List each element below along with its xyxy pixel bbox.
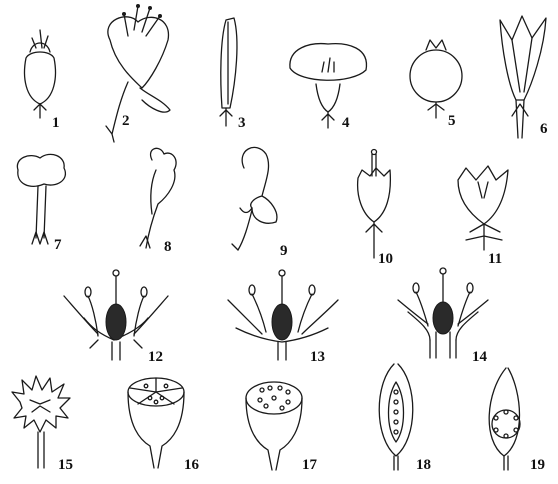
figure-14-drawing	[398, 268, 488, 358]
figure-label-12: 12	[148, 350, 163, 365]
figure-label-18: 18	[416, 458, 431, 473]
figure-label-17: 17	[302, 458, 317, 473]
figure-label-9: 9	[280, 244, 288, 259]
figure-label-6: 6	[540, 122, 548, 137]
figure-label-1: 1	[52, 116, 60, 131]
figure-3-drawing	[220, 18, 237, 126]
figure-17-drawing	[246, 382, 302, 470]
figure-1-drawing	[25, 30, 56, 118]
figure-label-3: 3	[238, 116, 246, 131]
figure-label-2: 2	[122, 114, 130, 129]
figure-13-drawing	[228, 270, 338, 360]
figure-12-drawing	[64, 270, 168, 360]
figure-label-13: 13	[310, 350, 325, 365]
figure-15-drawing	[12, 376, 70, 468]
figure-label-8: 8	[164, 240, 172, 255]
figure-16-drawing	[128, 378, 184, 468]
figure-label-15: 15	[58, 458, 73, 473]
figure-19-drawing	[489, 368, 520, 470]
figure-label-11: 11	[488, 252, 502, 267]
figure-label-7: 7	[54, 238, 62, 253]
figure-2-drawing	[106, 4, 170, 142]
figure-label-19: 19	[530, 458, 545, 473]
figure-label-4: 4	[342, 116, 350, 131]
figure-9-drawing	[232, 147, 277, 250]
figure-7-drawing	[17, 154, 65, 244]
figure-label-5: 5	[448, 114, 456, 129]
figure-5-drawing	[410, 40, 462, 118]
figure-4-drawing	[290, 44, 367, 128]
figure-6-drawing	[500, 16, 546, 138]
figure-label-16: 16	[184, 458, 199, 473]
figure-8-drawing	[140, 148, 176, 248]
figure-label-10: 10	[378, 252, 393, 267]
figure-10-drawing	[358, 150, 391, 259]
figure-label-14: 14	[472, 350, 487, 365]
figure-18-drawing	[379, 364, 413, 470]
figure-11-drawing	[458, 166, 508, 250]
